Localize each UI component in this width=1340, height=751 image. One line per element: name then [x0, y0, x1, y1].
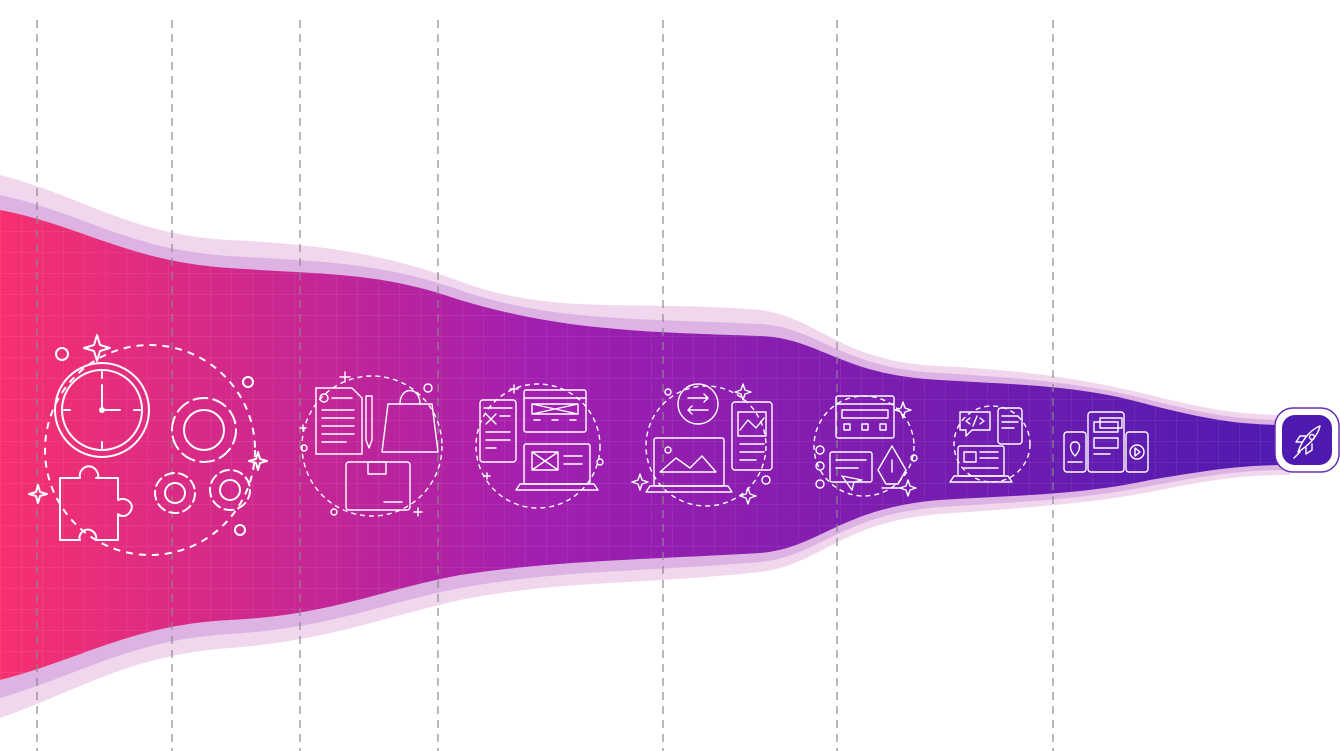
sparkle-icon: [894, 401, 912, 419]
rocket-icon: [1293, 425, 1321, 459]
stage-launch[interactable]: [1274, 407, 1340, 473]
tablet-icon: [479, 399, 517, 463]
launch-badge-inner: [1282, 415, 1332, 465]
sparkle-icon: [631, 473, 649, 491]
browser-layout-icon: [835, 395, 895, 439]
document-icon: [315, 387, 363, 455]
cursor-icon: [829, 451, 873, 491]
tablet-app-icon: [1087, 411, 1125, 473]
shopping-bag-icon: [381, 389, 439, 453]
pen-icon: [365, 395, 373, 449]
box-icon: [345, 461, 411, 511]
sparkle-icon: [734, 383, 752, 401]
laptop-icon: [949, 445, 1013, 483]
puzzle-icon: [59, 465, 133, 541]
tablet-image-icon: [731, 401, 773, 471]
stage-responsive: [631, 383, 773, 507]
sparkle-icon: [899, 479, 917, 497]
stage-wireframing: [475, 383, 604, 509]
phone-map-icon: [1063, 431, 1087, 473]
stage-requirements: [299, 371, 443, 517]
wireframe-browser-icon: [523, 389, 587, 433]
stage-development: [949, 405, 1031, 483]
sparkle-icon: [28, 484, 48, 504]
sparkle-icon: [248, 451, 268, 471]
swap-arrows-icon: [677, 383, 719, 425]
stage-design: [813, 395, 918, 497]
phone-play-icon: [1125, 431, 1149, 473]
stage-dividers: [36, 20, 1054, 751]
sparkle-icon: [739, 487, 757, 505]
code-chat-icon: [959, 411, 991, 437]
laptop-icon: [515, 443, 599, 491]
pen-tool-icon: [877, 445, 907, 489]
laptop-image-icon: [645, 437, 733, 493]
sparkle-icon: [83, 334, 111, 362]
stage-planning: [28, 334, 268, 556]
phone-icon: [997, 407, 1023, 445]
stage-multi-device: [1063, 411, 1149, 473]
funnel-grid: [0, 210, 1290, 680]
gear-icon: [154, 397, 251, 514]
clock-icon: [54, 362, 150, 458]
